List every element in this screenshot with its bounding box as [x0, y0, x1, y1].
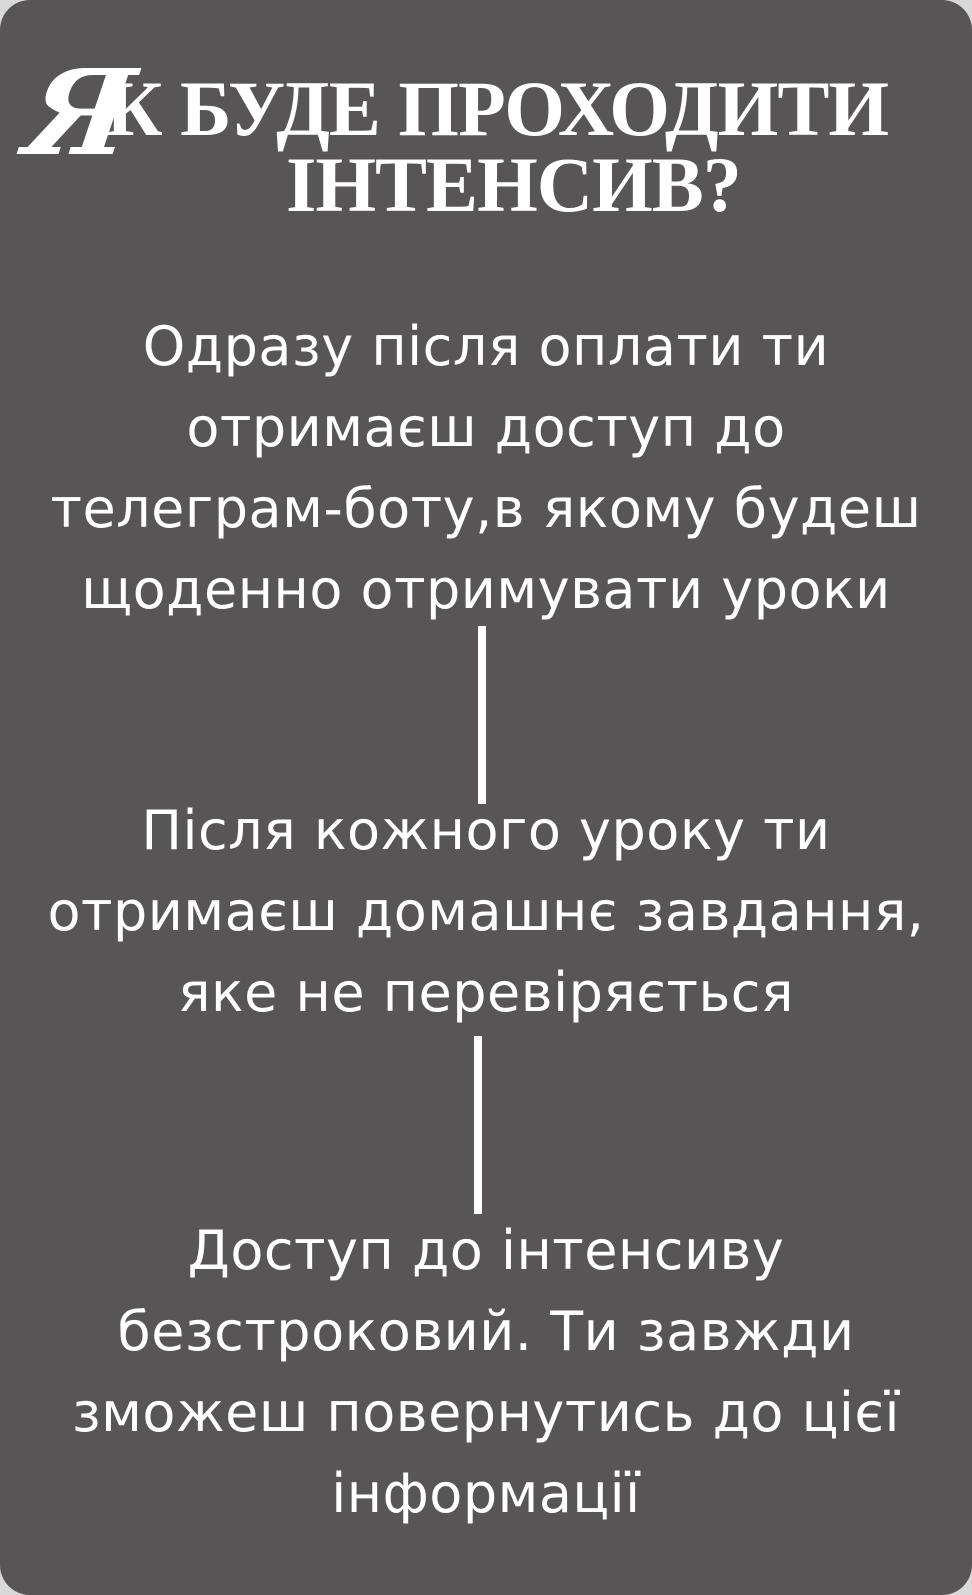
connector-line	[478, 626, 486, 804]
step-1-text: Одразу після оплати ти отримаєш доступ д…	[30, 306, 942, 630]
title-line-1: К БУДЕ ПРОХОДИТИ	[106, 65, 889, 152]
step-1-line: щоденно отримувати уроки	[81, 558, 891, 621]
step-3-line: інформації	[331, 1462, 641, 1525]
step-2-line: яке не перевіряється	[178, 961, 794, 1024]
step-3-line: Доступ до інтенсиву	[187, 1219, 785, 1282]
step-2-text: Після кожного уроку ти отримаєш домашнє …	[30, 790, 942, 1033]
page-title: Я К БУДЕ ПРОХОДИТИ ІНТЕНСИВ?	[18, 43, 960, 228]
step-2-line: отримаєш домашнє завдання,	[47, 880, 925, 943]
step-1-line: отримаєш доступ до	[186, 396, 786, 459]
step-1-line: Одразу після оплати ти	[142, 315, 830, 378]
step-2-line: Після кожного уроку ти	[141, 799, 831, 862]
connector-line	[474, 1036, 482, 1214]
title-line-2: ІНТЕНСИВ?	[286, 141, 742, 228]
step-3-line: зможеш повернутись до цієї	[71, 1381, 901, 1444]
step-3-line: безстроковий. Ти завжди	[117, 1300, 855, 1363]
step-3-text: Доступ до інтенсиву безстроковий. Ти зав…	[30, 1210, 942, 1534]
step-1-line: телеграм-боту,в якому будеш	[50, 477, 922, 540]
